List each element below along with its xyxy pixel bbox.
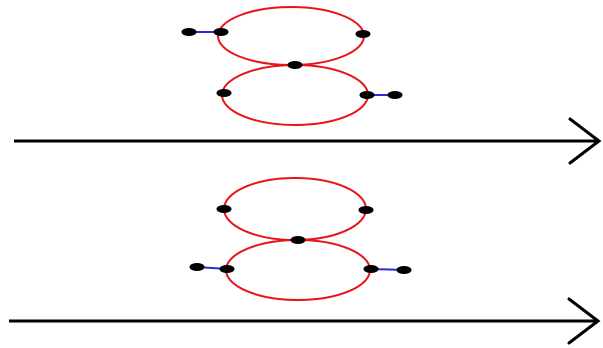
bottom-junction-node bbox=[290, 236, 306, 244]
top-outer-right-node bbox=[387, 91, 403, 99]
bottom-upper-loop bbox=[223, 177, 367, 241]
bottom-arrow-head bbox=[567, 297, 601, 345]
top-junction-node bbox=[287, 61, 303, 69]
top-lower-loop bbox=[221, 64, 369, 126]
top-upper-loop bbox=[217, 6, 365, 66]
bottom-lower-left-node bbox=[219, 265, 235, 273]
bottom-upper-right-node bbox=[358, 206, 374, 214]
bottom-panel bbox=[9, 177, 601, 345]
top-outer-left-node bbox=[181, 28, 197, 36]
top-arrow-head bbox=[568, 117, 602, 165]
top-panel bbox=[14, 6, 602, 165]
top-upper-left-node bbox=[213, 28, 229, 36]
bottom-lower-right-node bbox=[363, 265, 379, 273]
top-upper-right-node bbox=[355, 30, 371, 38]
top-lower-left-node bbox=[216, 89, 232, 97]
top-lower-right-node bbox=[359, 91, 375, 99]
bottom-lower-loop bbox=[225, 239, 371, 301]
bottom-outer-left-node bbox=[189, 263, 205, 271]
top-figure-eight bbox=[181, 6, 403, 126]
bottom-arrow bbox=[9, 297, 601, 345]
top-arrow bbox=[14, 117, 602, 165]
bottom-upper-left-node bbox=[216, 205, 232, 213]
bottom-outer-right-node bbox=[396, 266, 412, 274]
bottom-figure-eight bbox=[189, 177, 412, 301]
